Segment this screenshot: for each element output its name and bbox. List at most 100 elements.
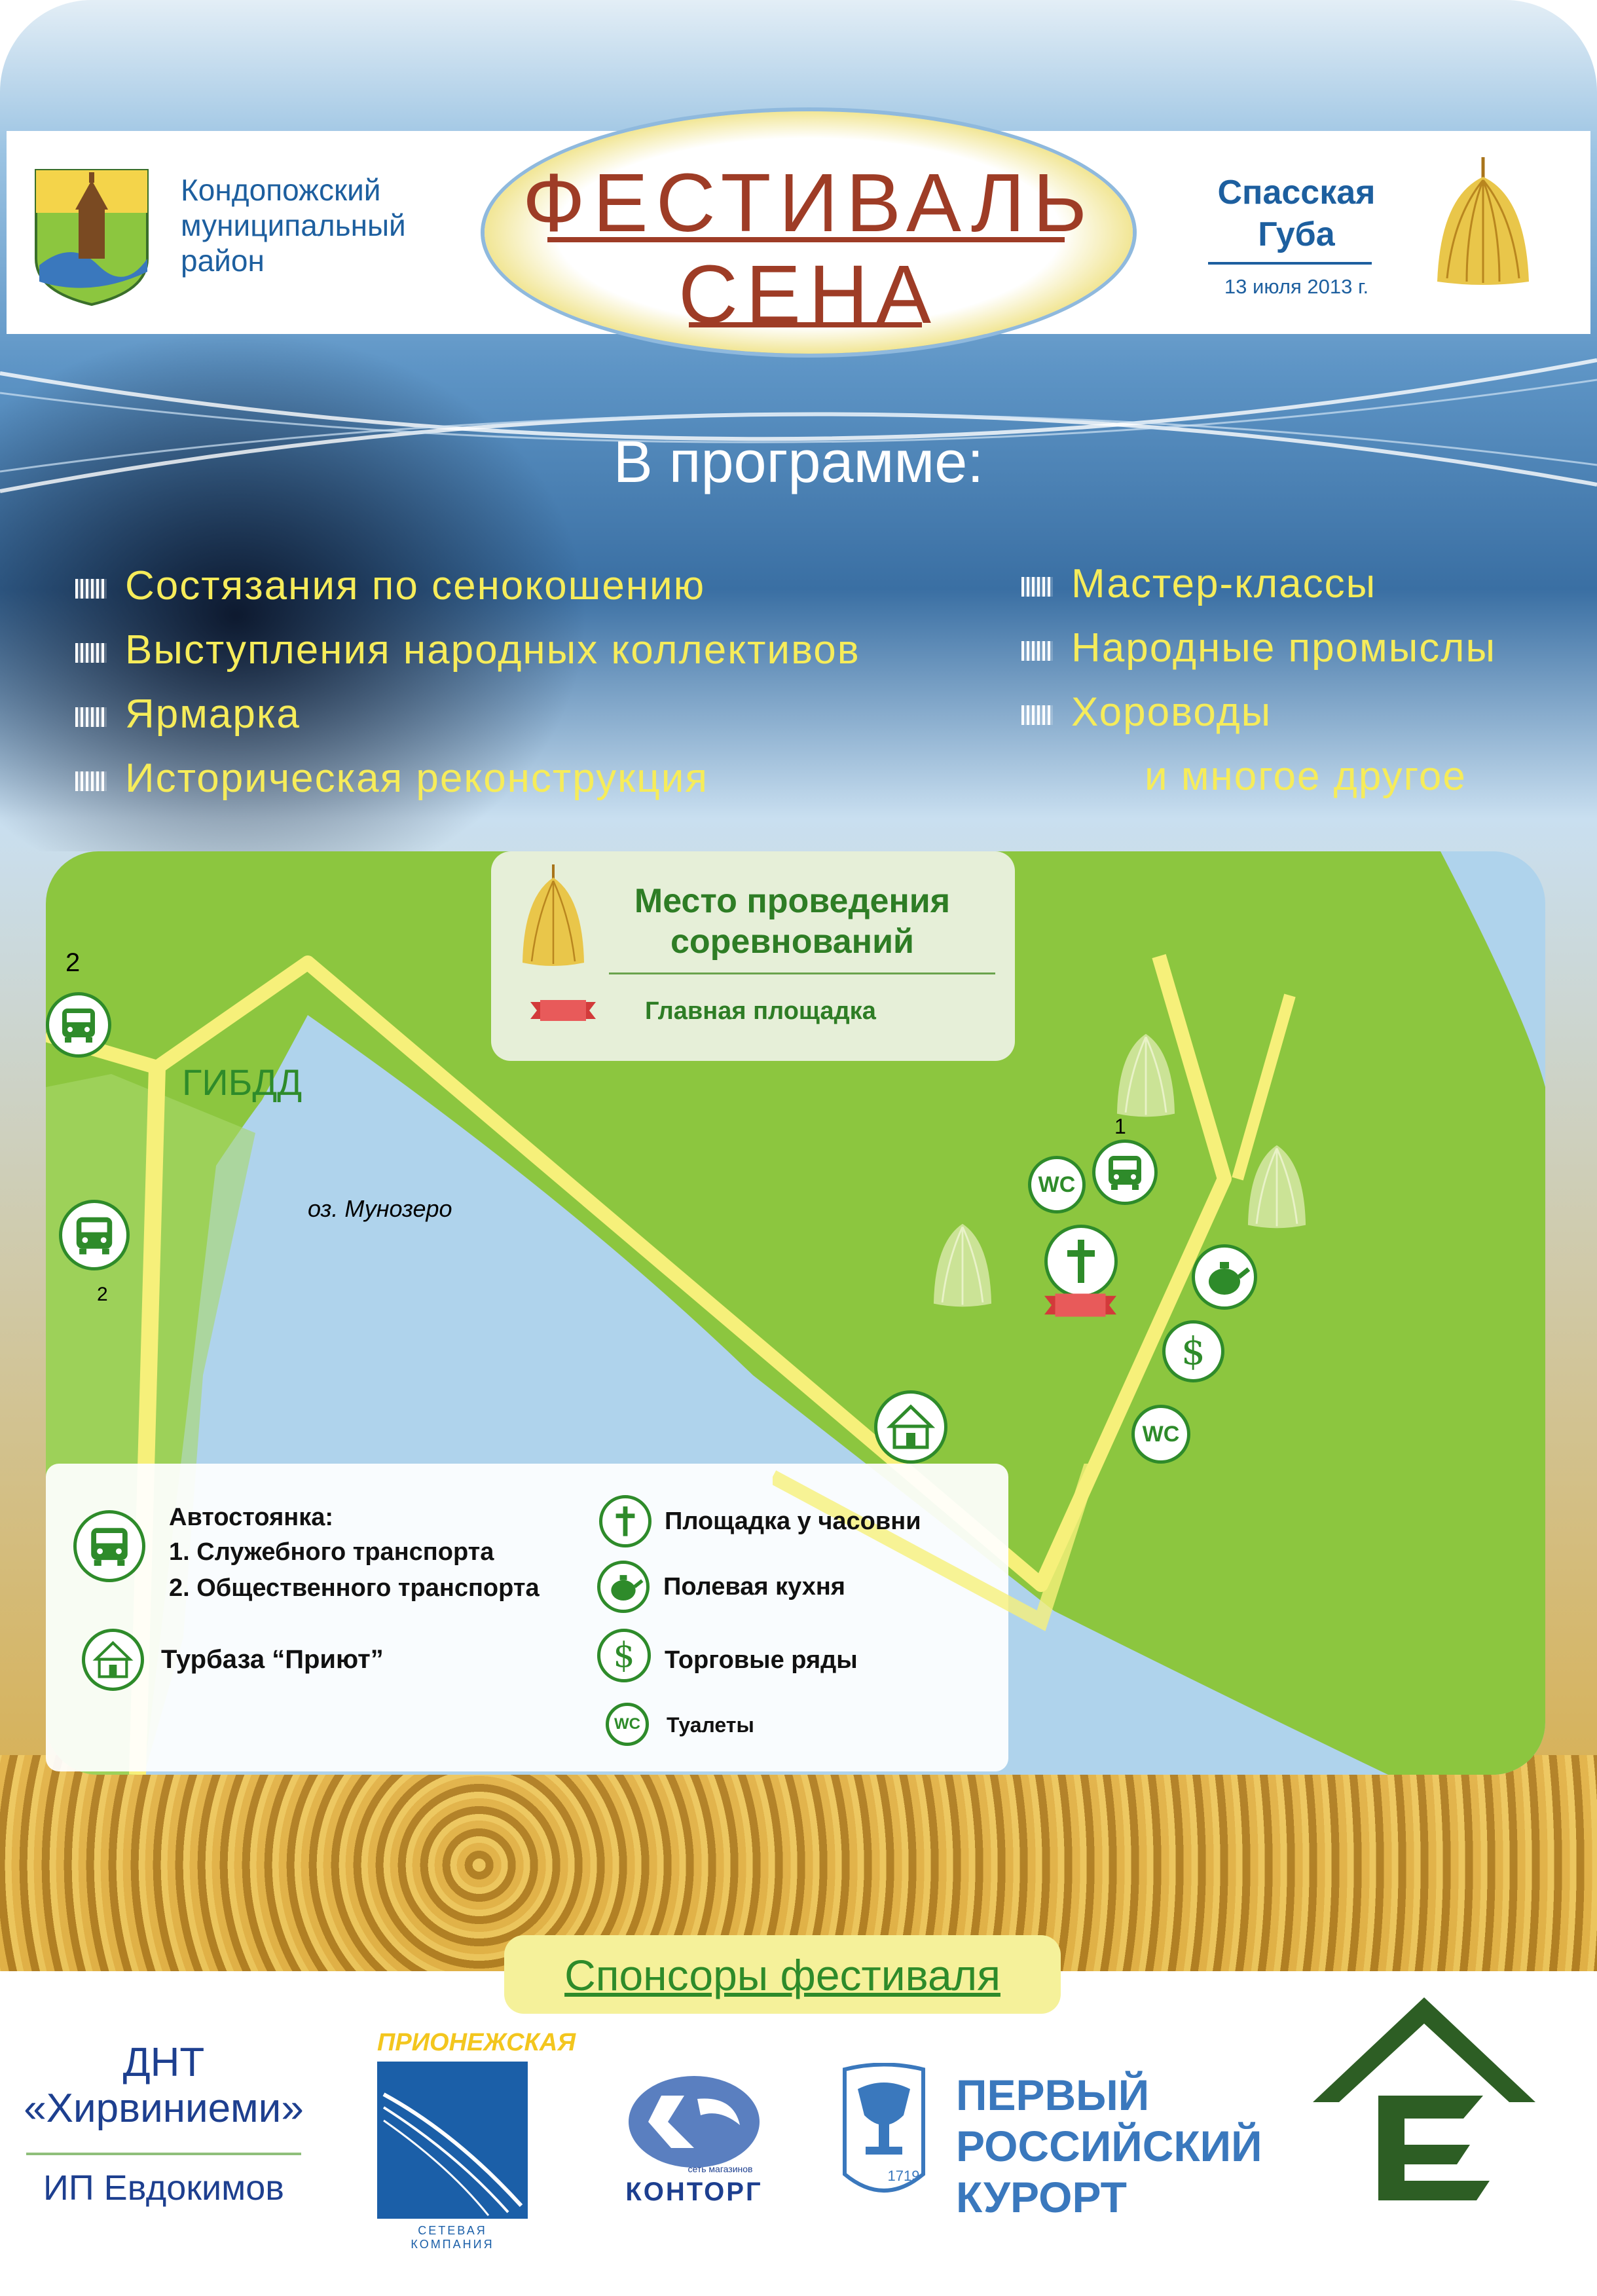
wc-icon: WC xyxy=(1131,1405,1190,1464)
sponsor-ip: ИП Евдокимов xyxy=(43,2168,284,2208)
bullet-icon xyxy=(75,771,107,791)
haystack-icon xyxy=(1247,1145,1306,1229)
title-underline xyxy=(689,322,922,327)
parking-number-label: 1 xyxy=(1114,1115,1126,1138)
bullet-icon xyxy=(75,578,107,599)
chapel-cross-icon xyxy=(599,1495,652,1547)
district-line: район xyxy=(181,244,265,278)
district-line: Кондопожский xyxy=(181,173,381,207)
legend-parking-1: 1. Служебного транспорта xyxy=(169,1538,494,1566)
title-ellipse xyxy=(485,111,1133,354)
sponsor-dnt-line: «Хирвиниеми» xyxy=(24,2086,304,2131)
gibdd-label: ГИБДД xyxy=(182,1062,303,1103)
bullet-icon xyxy=(75,707,107,727)
sponsors-section xyxy=(0,1971,1597,2296)
legend-kitchen: Полевая кухня xyxy=(663,1573,845,1601)
kontorg-subtitle: сеть магазинов xyxy=(688,2164,753,2174)
resort-year: 1719 xyxy=(887,2168,920,2184)
parking-number-label: 2 xyxy=(97,1284,108,1305)
green-e-house-logo xyxy=(1313,1997,1535,2200)
program-item: Историческая реконструкция xyxy=(75,752,708,805)
prionezhskaya-logo-graphic xyxy=(377,2062,528,2219)
program-item: Выступления народных коллективов xyxy=(75,624,860,676)
wc-icon: WC xyxy=(606,1703,649,1746)
bus-parking-icon xyxy=(73,1510,145,1582)
parking-number-label: 2 xyxy=(65,948,81,977)
venue-legend-title: Место проведения соревнований xyxy=(609,881,976,962)
bus-parking-icon xyxy=(46,992,111,1058)
program-item-text: Народные промыслы xyxy=(1071,625,1497,671)
tourbase-house-icon xyxy=(874,1390,947,1464)
dollar-icon: $ xyxy=(1162,1320,1224,1382)
main-stage-marker-icon xyxy=(1044,1293,1116,1317)
program-item: Мастер-классы xyxy=(1021,558,1376,610)
program-item: Хороводы xyxy=(1021,686,1272,739)
kontorg-name: КОНТОРГ xyxy=(625,2177,763,2206)
wc-icon: WC xyxy=(1028,1156,1086,1213)
map-road-overlay xyxy=(773,1464,1099,1631)
venue-name: Спасская Губа xyxy=(1185,172,1408,255)
bus-parking-icon xyxy=(1092,1139,1158,1205)
program-item-text: Состязания по сенокошению xyxy=(125,563,706,608)
wc-icon-text: WC xyxy=(1142,1422,1180,1447)
legend-tourbase: Турбаза “Приют” xyxy=(161,1645,384,1674)
haystack-icon xyxy=(1437,157,1529,285)
district-name: Кондопожский муниципальный район xyxy=(181,172,456,278)
bus-parking-icon xyxy=(59,1200,130,1270)
main-stage-label: Главная площадка xyxy=(645,997,876,1025)
venue-legend-line: соревнований xyxy=(670,923,915,961)
tourbase-house-icon xyxy=(82,1629,144,1691)
program-item-text: Историческая реконструкция xyxy=(125,756,708,801)
resort-name: ПЕРВЫЙ РОССИЙСКИЙ КУРОРТ xyxy=(956,2069,1262,2223)
district-coat-of-arms xyxy=(35,169,149,306)
festival-title: ФЕСТИВАЛЬ СЕНА xyxy=(485,157,1133,341)
program-title: В программе: xyxy=(613,430,984,495)
festival-date: 13 июля 2013 г. xyxy=(1224,275,1369,298)
bullet-icon xyxy=(1021,640,1053,661)
program-item-text: Выступления народных коллективов xyxy=(125,627,860,673)
divider xyxy=(609,972,995,974)
divider xyxy=(1208,262,1372,265)
chapel-cross-icon xyxy=(1044,1225,1118,1298)
legend-parking-title: Автостоянка: xyxy=(169,1504,334,1531)
main-stage-marker-icon xyxy=(530,1000,596,1021)
haystack-icon xyxy=(523,864,584,966)
program-item-extra: и многое другое xyxy=(1145,750,1467,803)
program-item: Народные промыслы xyxy=(1021,622,1496,675)
dollar-glyph: $ xyxy=(1181,1329,1205,1373)
kettle-icon xyxy=(1192,1244,1257,1310)
district-line: муниципальный xyxy=(181,208,406,242)
sponsors-title: Спонсоры фестиваля xyxy=(564,1951,1000,1999)
venue-legend-line: Место проведения xyxy=(634,882,951,920)
dollar-glyph: $ xyxy=(613,1636,635,1675)
festival-title-line1: ФЕСТИВАЛЬ xyxy=(522,157,1095,249)
divider xyxy=(26,2153,301,2155)
resort-name-line: РОССИЙСКИЙ xyxy=(956,2122,1262,2170)
bullet-icon xyxy=(75,642,107,663)
sponsors-title-tab xyxy=(504,1935,1061,2014)
sponsor-dnt: ДНТ «Хирвиниеми» xyxy=(7,2040,321,2132)
prionezhskaya-logo xyxy=(377,2029,528,2245)
resort-name-line: ПЕРВЫЙ xyxy=(956,2071,1150,2119)
legend-market: Торговые ряды xyxy=(665,1646,858,1674)
kontorg-logo xyxy=(629,2076,760,2168)
venue-line: Губа xyxy=(1258,215,1335,253)
program-item: Ярмарка xyxy=(75,688,301,741)
haystack-icon xyxy=(933,1223,992,1307)
prionezhskaya-name: ПРИОНЕЖСКАЯ xyxy=(377,2029,576,2056)
dollar-icon: $ xyxy=(597,1629,651,1682)
prionezhskaya-subtitle: СЕТЕВАЯ КОМПАНИЯ xyxy=(411,2224,494,2251)
program-item-text: Ярмарка xyxy=(125,692,301,737)
legend-parking-2: 2. Общественного транспорта xyxy=(169,1574,540,1602)
wc-icon-text: WC xyxy=(1038,1172,1076,1197)
kettle-icon xyxy=(597,1561,650,1613)
wc-icon-text: WC xyxy=(614,1715,640,1733)
legend-chapel: Площадка у часовни xyxy=(665,1508,921,1535)
program-item-text: Мастер-классы xyxy=(1071,561,1377,606)
venue-line: Спасская xyxy=(1217,174,1376,212)
lake-label: оз. Мунозеро xyxy=(308,1195,452,1222)
program-item-text: Хороводы xyxy=(1071,690,1272,735)
decorative-ribbons xyxy=(0,358,1597,493)
sponsor-dnt-line: ДНТ xyxy=(122,2040,205,2085)
bullet-icon xyxy=(1021,576,1053,597)
